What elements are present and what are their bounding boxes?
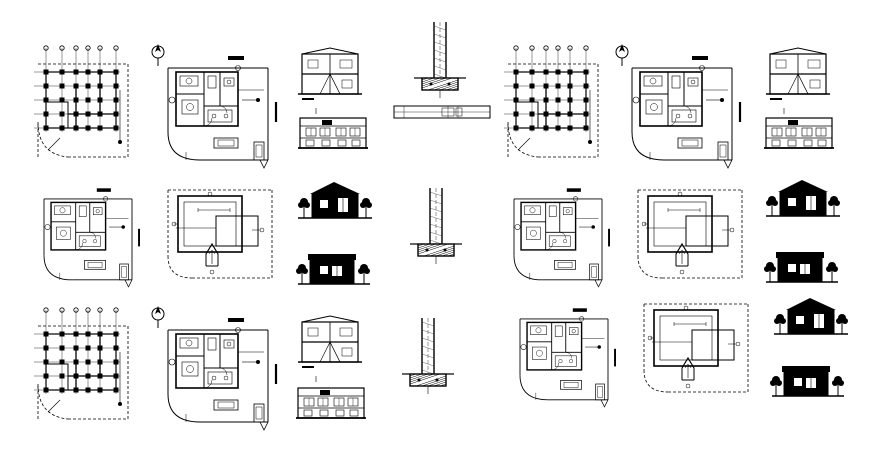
side-elevation-3 [296, 387, 366, 419]
floor-plan-5 [151, 306, 278, 431]
section-1 [298, 47, 362, 114]
side-elevation-1 [298, 117, 368, 149]
elevation-side-3 [770, 366, 844, 397]
elevation-front-1 [298, 182, 372, 219]
floor-plan-3 [43, 188, 141, 288]
floor-plan-2 [615, 44, 742, 169]
wall-detail-2 [410, 188, 462, 264]
elevation-front-3 [774, 298, 848, 335]
elevation-side-1 [296, 254, 370, 285]
floor-plan-6 [519, 308, 617, 408]
floor-plan-4 [513, 188, 611, 288]
elevation-side-2 [764, 252, 838, 283]
floor-plan-1 [151, 44, 278, 169]
elevation-front-2 [766, 180, 840, 217]
wall-detail-1 [393, 22, 491, 119]
side-elevation-2 [764, 117, 834, 149]
foundation-plan-3 [34, 307, 129, 420]
section-3 [298, 315, 362, 382]
roof-plan-2 [637, 189, 743, 279]
section-2 [766, 47, 830, 114]
foundation-plan-2 [504, 45, 599, 158]
foundation-plan-1 [34, 45, 129, 158]
roof-plan-1 [167, 189, 273, 279]
roof-plan-3 [643, 303, 749, 393]
wall-detail-3 [402, 318, 454, 394]
